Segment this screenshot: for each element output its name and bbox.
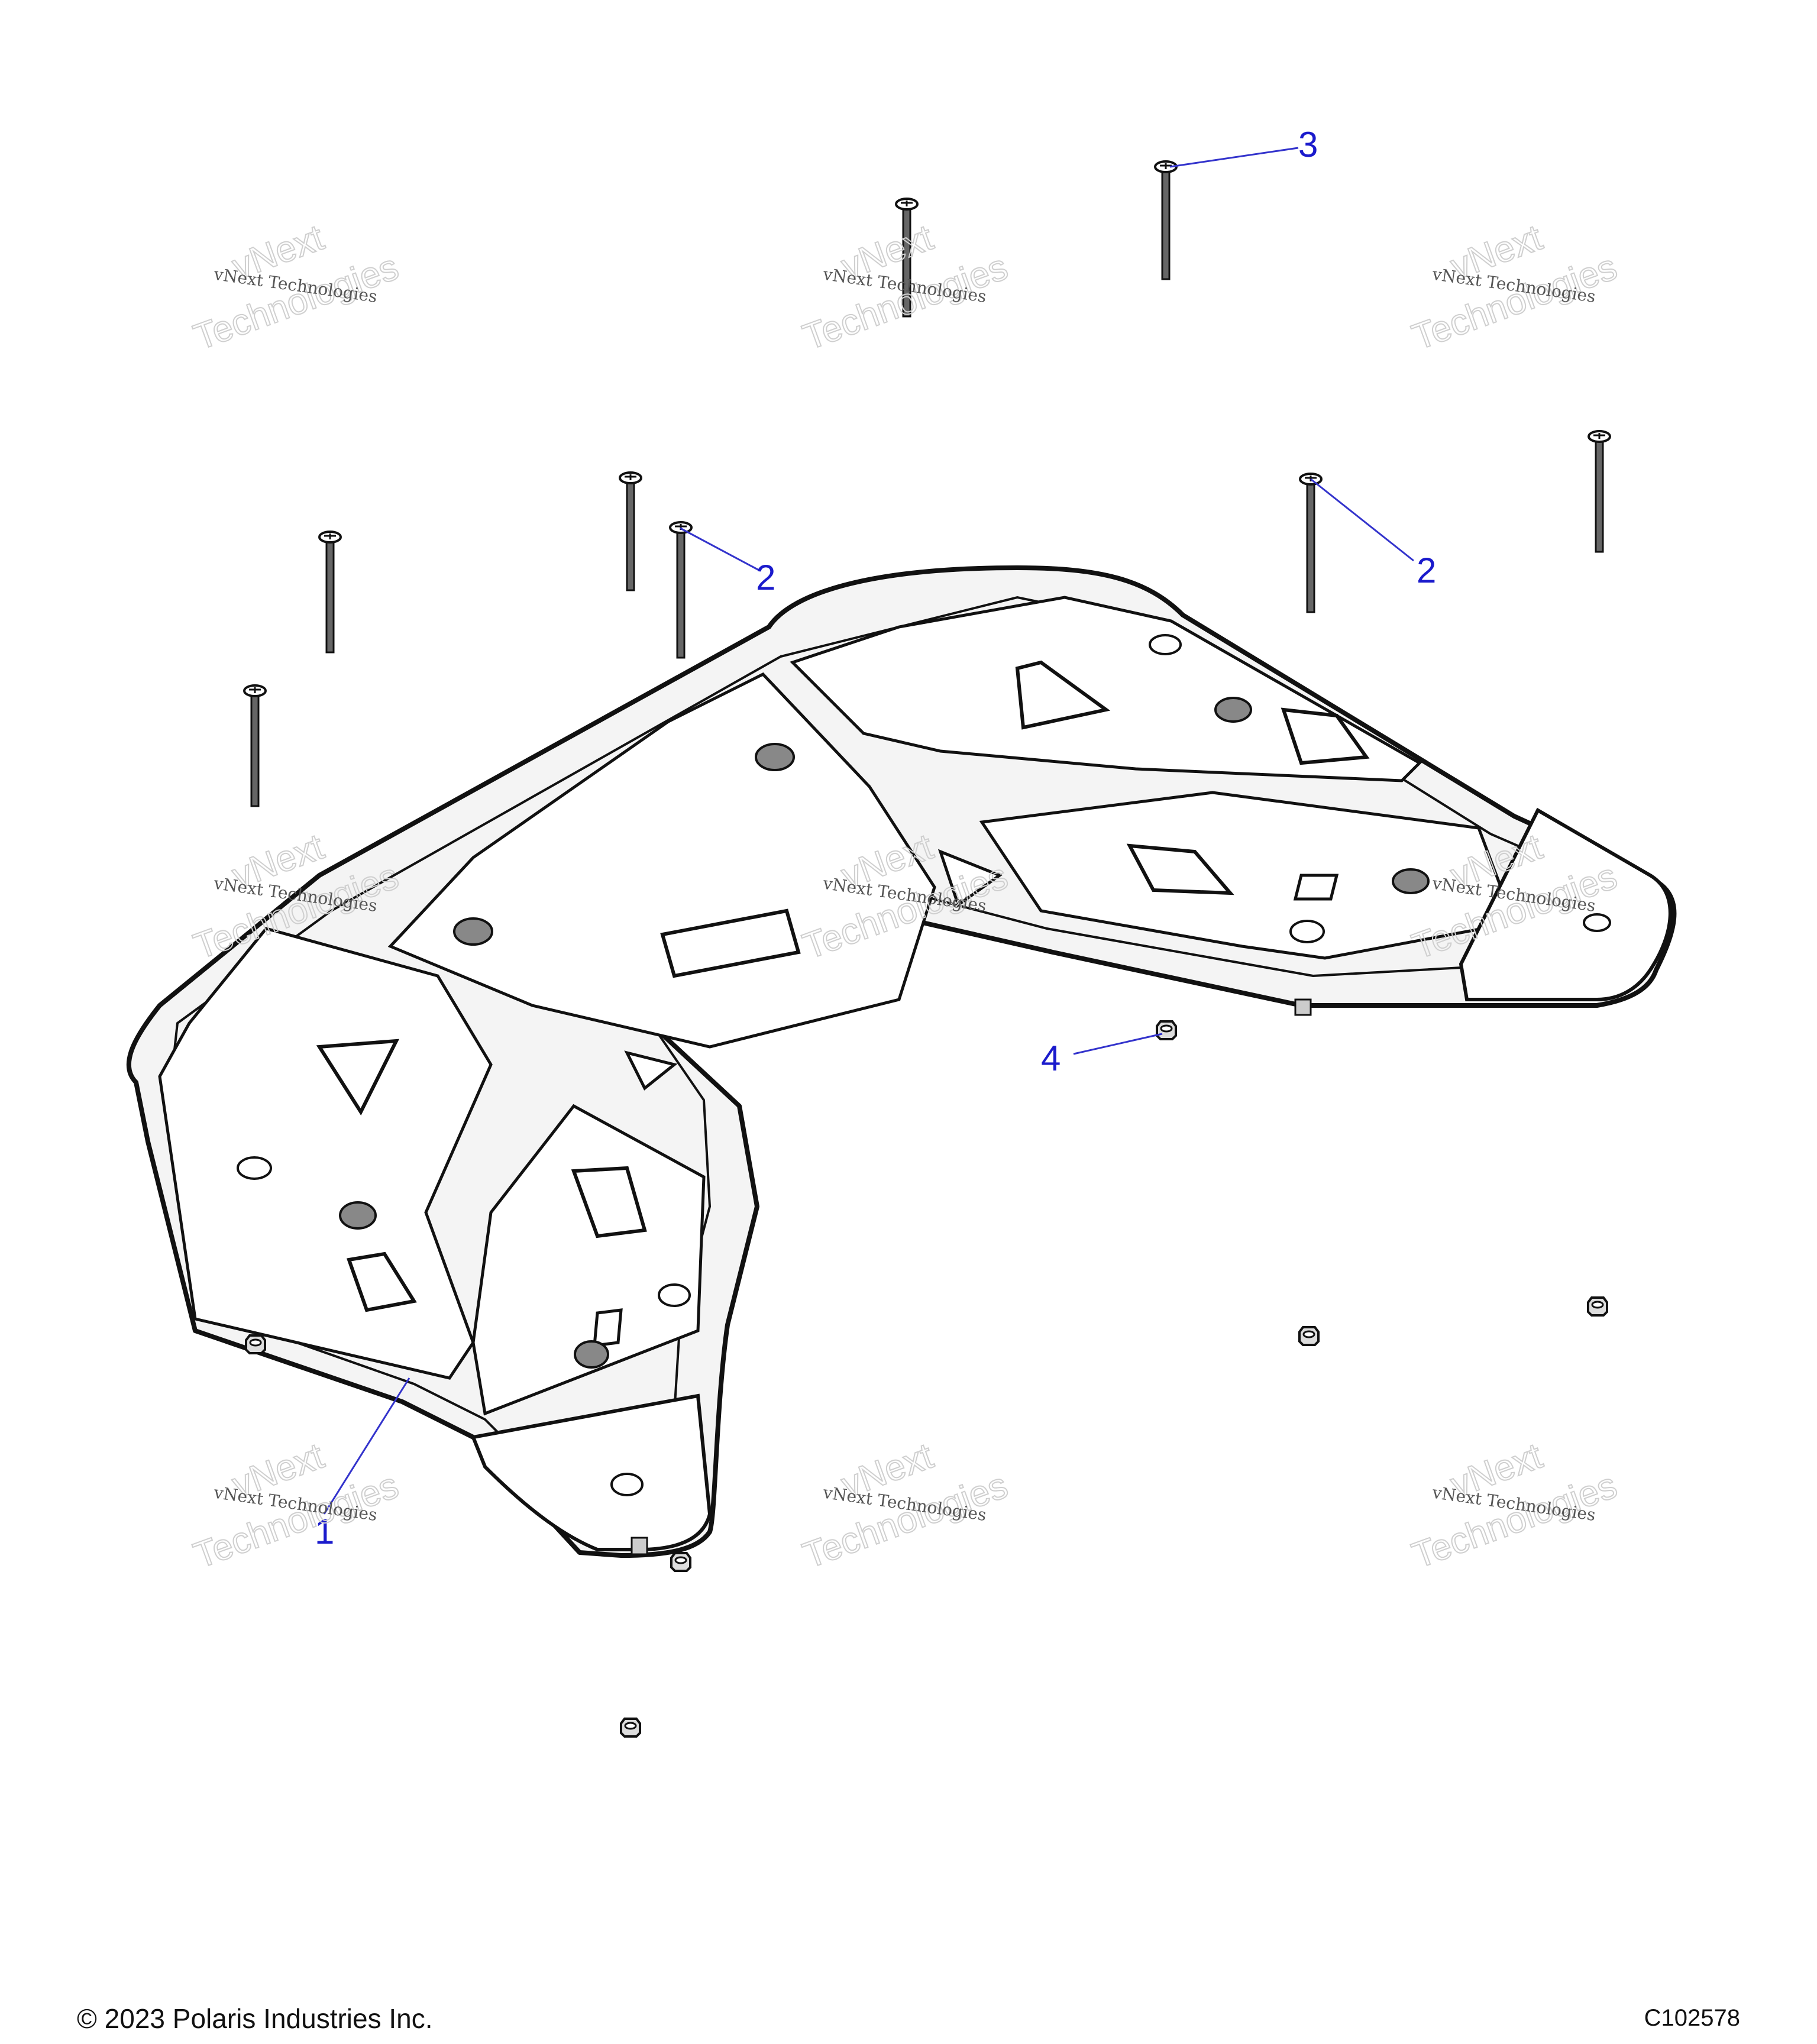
rack-panel-left <box>158 927 493 1380</box>
figure-id: C102578 <box>1644 2005 1740 2031</box>
rack-panel-right-front <box>979 791 1517 960</box>
bolt <box>669 521 693 659</box>
nut <box>1298 1326 1320 1346</box>
watermark: vNext Technologies vNext Technologies <box>797 1435 1014 1577</box>
cutout-right-rear-triangle <box>1015 660 1111 730</box>
watermark: vNext Technologies vNext Technologies <box>188 216 405 358</box>
nut <box>1587 1296 1608 1317</box>
cutout-left-triangle <box>316 1039 400 1116</box>
hole-right-rear-small <box>1149 634 1182 655</box>
hole-center-1 <box>453 917 493 946</box>
bolt <box>318 531 342 654</box>
cutout-right-front-small <box>1293 874 1339 901</box>
nut <box>620 1718 641 1738</box>
nut <box>245 1334 266 1354</box>
leader-4 <box>1073 1033 1163 1055</box>
callout-2a: 2 <box>756 558 775 597</box>
bolt-group <box>243 160 1611 807</box>
bolt <box>243 684 267 807</box>
hole-left-small <box>237 1156 272 1180</box>
hole-left <box>339 1201 377 1230</box>
callout-2b: 2 <box>1417 551 1436 590</box>
cutout-left-inner-slot <box>571 1166 647 1238</box>
hole-left-inner <box>574 1340 609 1369</box>
watermark: vNext Technologies vNext Technologies <box>1407 216 1623 358</box>
bolt <box>895 198 919 318</box>
leader-1 <box>323 1377 410 1515</box>
nut <box>1156 1020 1177 1040</box>
watermark: vNext Technologies vNext Technologies <box>1407 1435 1623 1577</box>
cutout-left-inner-small <box>593 1308 623 1347</box>
rear-rack-assembly <box>126 565 1677 1558</box>
cutout-right-front-slot <box>1126 843 1234 895</box>
cutout-left-slot <box>346 1251 417 1312</box>
watermark: vNext Technologies vNext Technologies <box>797 216 1014 358</box>
callout-leaders <box>323 147 1414 1515</box>
bolt <box>1154 160 1178 280</box>
rack-panel-left-inner <box>471 1104 706 1416</box>
hole-center-2 <box>755 743 795 771</box>
hole-right-front-small <box>1289 920 1325 943</box>
cutout-center-triangle-2 <box>937 849 1003 908</box>
watermark: vNext Technologies vNext Technologies <box>188 1435 405 1577</box>
rack-panel-right-rear <box>790 596 1422 782</box>
leader-3 <box>1169 147 1299 168</box>
bolt <box>619 471 642 591</box>
cutout-right-rear-slot <box>1281 707 1370 765</box>
hole-right-front <box>1392 868 1430 894</box>
leader-2a <box>680 527 761 572</box>
callout-1: 1 <box>315 1512 334 1551</box>
cutout-center-slot <box>660 908 801 978</box>
copyright-notice: © 2023 Polaris Industries Inc. <box>77 2003 433 2034</box>
callout-3: 3 <box>1298 125 1318 164</box>
hole-left-inner-small <box>658 1283 691 1307</box>
callout-4: 4 <box>1041 1039 1061 1078</box>
bolt <box>1588 430 1611 553</box>
bolt <box>1299 473 1323 613</box>
leader-2b <box>1310 478 1414 562</box>
callout-labels: 1 2 2 3 4 <box>315 125 1436 1551</box>
rack-foot-left <box>470 1393 712 1551</box>
rack-foot-right <box>1459 807 1672 1001</box>
nut <box>670 1552 691 1572</box>
cutout-center-triangle <box>624 1050 678 1091</box>
hole-right-rear <box>1214 697 1252 723</box>
